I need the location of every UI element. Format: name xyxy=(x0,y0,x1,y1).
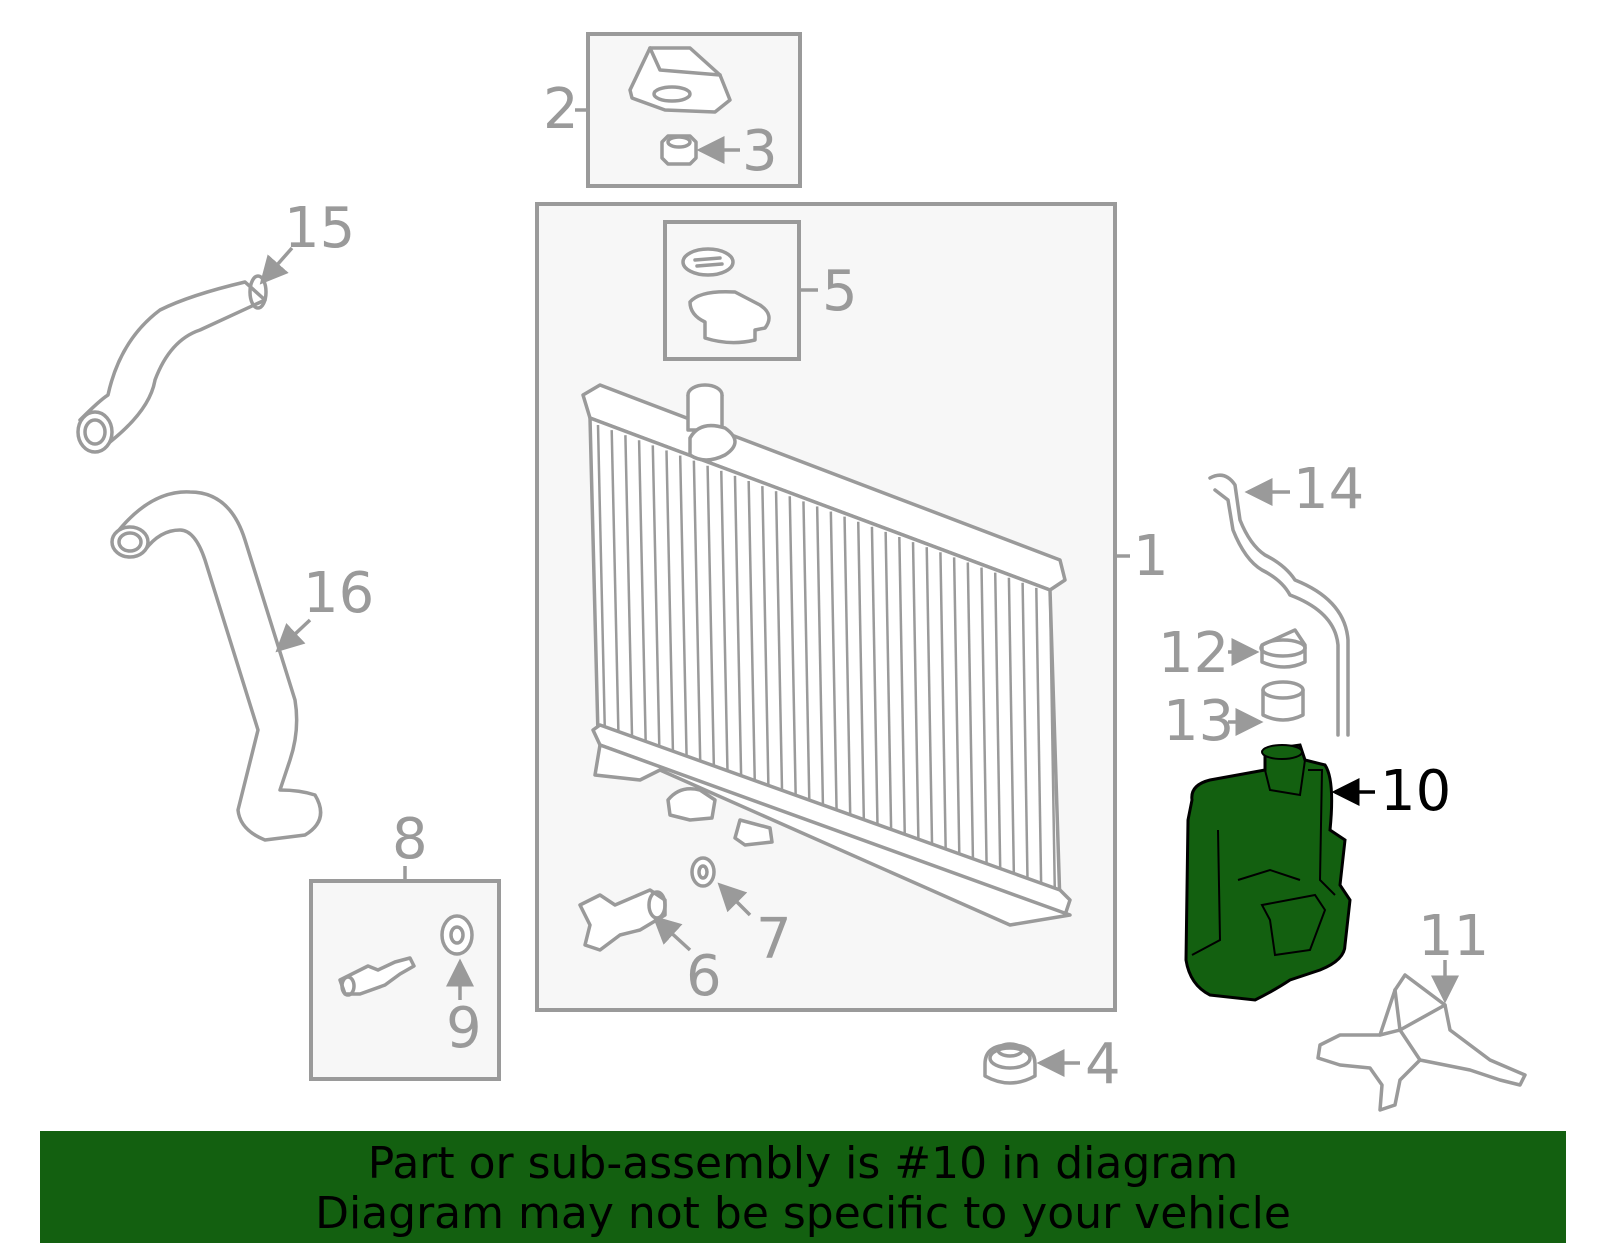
banner-line-1: Part or sub-assembly is #10 in diagram xyxy=(367,1138,1239,1189)
radiator-fin xyxy=(870,526,879,839)
radiator-fin xyxy=(884,531,893,844)
part-7-washer xyxy=(690,856,752,917)
coolant-reservoir-part-10 xyxy=(1184,743,1375,1002)
callout-3: 3 xyxy=(742,119,778,184)
radiator-fin xyxy=(1035,587,1043,899)
radiator-fin xyxy=(1021,582,1029,894)
radiator-fin xyxy=(911,542,920,854)
radiator-fin xyxy=(678,455,689,769)
callout-2: 2 xyxy=(543,77,579,142)
callout-16: 16 xyxy=(303,561,374,626)
callout-12: 12 xyxy=(1158,621,1229,686)
radiator-fin xyxy=(788,496,798,809)
radiator-fin xyxy=(898,536,907,849)
radiator-fin xyxy=(952,557,961,869)
part-5-box xyxy=(663,220,818,361)
overflow-tube-part-14 xyxy=(1208,473,1350,737)
part-2-box xyxy=(575,32,802,188)
radiator-fin xyxy=(706,465,716,779)
washer-part-9 xyxy=(440,914,474,956)
callout-13: 13 xyxy=(1163,689,1234,754)
radiator-fin xyxy=(1007,577,1016,889)
radiator-cap-part-5 xyxy=(688,289,771,345)
callout-15: 15 xyxy=(284,196,355,261)
radiator-fin xyxy=(720,470,729,784)
radiator-fin xyxy=(980,567,989,879)
radiator-fin xyxy=(815,506,825,819)
sensor-part-8 xyxy=(338,956,416,996)
part-4-mount xyxy=(983,1042,1080,1085)
callout-11: 11 xyxy=(1418,904,1489,969)
lower-hose-part-16 xyxy=(110,490,323,842)
radiator-fin xyxy=(733,475,743,789)
callout-10: 10 xyxy=(1380,759,1451,824)
callout-8: 8 xyxy=(392,807,428,872)
radiator-fin xyxy=(939,552,948,864)
bracket-part-11 xyxy=(1316,960,1527,1112)
upper-hose-part-15 xyxy=(76,246,294,454)
radiator-fin xyxy=(761,486,770,799)
info-banner: Part or sub-assembly is #10 in diagram D… xyxy=(40,1131,1566,1243)
radiator-fin xyxy=(637,440,648,754)
radiator-fin xyxy=(665,450,675,764)
radiator-fin xyxy=(610,430,620,744)
reservoir-cap-part-12 xyxy=(1228,628,1307,669)
radiator-fin xyxy=(747,480,757,794)
part-6 xyxy=(578,888,692,952)
cap-seal-part-13 xyxy=(1228,680,1305,736)
radiator-part-1 xyxy=(581,383,1072,927)
callout-1: 1 xyxy=(1133,524,1169,589)
radiator-fin xyxy=(774,491,784,804)
callout-6: 6 xyxy=(686,944,722,1009)
radiator-fin xyxy=(651,445,661,759)
radiator-fins xyxy=(596,424,1057,904)
callout-4: 4 xyxy=(1085,1032,1121,1097)
radiator-fin xyxy=(843,516,852,829)
radiator-fin xyxy=(856,521,866,834)
banner-line-2: Diagram may not be specific to your vehi… xyxy=(315,1188,1291,1239)
callout-7: 7 xyxy=(756,907,792,972)
radiator-fin xyxy=(829,511,839,824)
radiator-fin xyxy=(966,562,975,874)
callout-9: 9 xyxy=(446,996,482,1061)
radiator-fin xyxy=(692,460,702,774)
part-8-box xyxy=(309,866,501,1081)
radiator-fin xyxy=(596,424,607,739)
radiator-fin xyxy=(624,435,634,749)
radiator-fin xyxy=(993,572,1002,884)
radiator-fin xyxy=(1048,592,1057,904)
callout-5: 5 xyxy=(822,259,858,324)
cap-seal-part-5 xyxy=(681,247,735,277)
callout-14: 14 xyxy=(1293,457,1364,522)
radiator-fin xyxy=(925,547,934,859)
radiator-fin xyxy=(802,501,811,814)
